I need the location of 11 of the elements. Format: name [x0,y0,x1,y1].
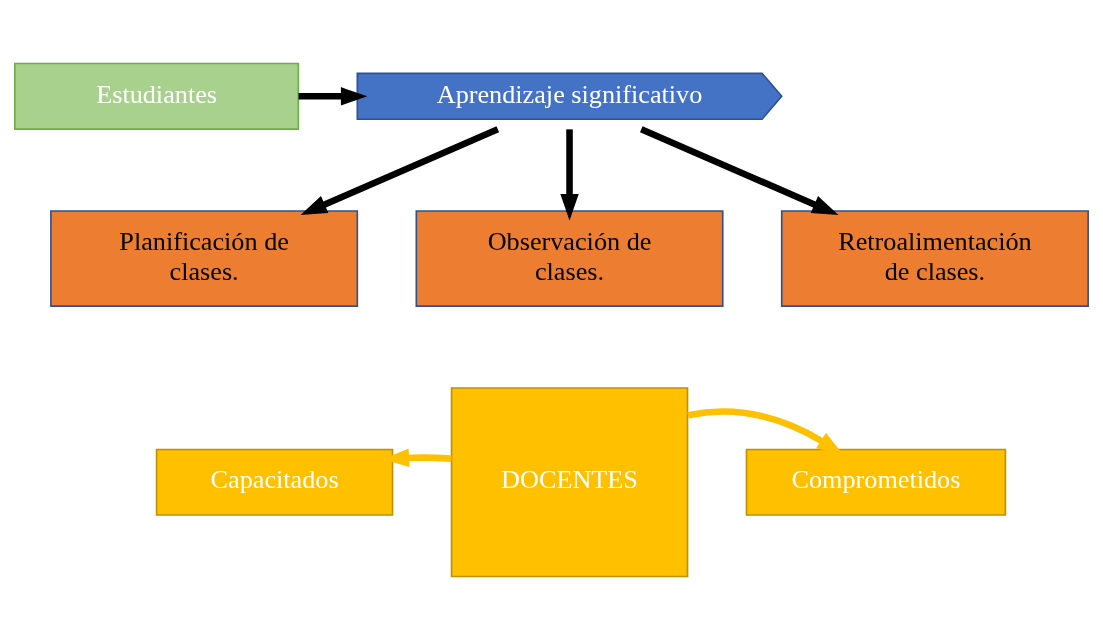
arrow [560,128,579,220]
node-box: Planificación de clases. [50,209,359,307]
node-box: Retroalimentación de clases. [780,209,1089,307]
node-box: Capacitados [155,448,394,516]
node-box: Comprometidos [745,448,1007,516]
arrow [300,125,500,215]
node-box: DOCENTES [450,386,689,577]
arrow [639,125,839,215]
arrow [298,86,368,106]
node-box: Estudiantes [14,62,300,130]
node-box: Observación de clases. [415,209,724,307]
